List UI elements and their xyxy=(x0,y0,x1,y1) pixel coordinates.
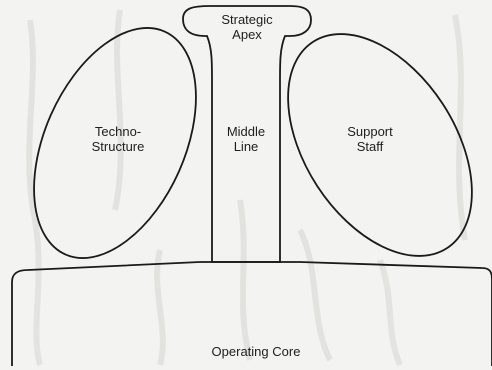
support-staff-label: Support Staff xyxy=(330,124,410,154)
strategic-apex-label: Strategic Apex xyxy=(207,12,287,42)
strategic-apex-label-line-2: Apex xyxy=(207,27,287,42)
middle-line-label-line-2: Line xyxy=(208,139,284,154)
middle-line-label-line-1: Middle xyxy=(208,124,284,139)
techno-structure-label-line-2: Structure xyxy=(78,139,158,154)
background-texture xyxy=(29,10,465,365)
techno-structure-label: Techno- Structure xyxy=(78,124,158,154)
support-staff-label-line-2: Staff xyxy=(330,139,410,154)
strategic-apex-label-line-1: Strategic xyxy=(207,12,287,27)
middle-line-label: Middle Line xyxy=(208,124,284,154)
operating-core-label: Operating Core xyxy=(196,344,316,359)
support-staff-label-line-1: Support xyxy=(330,124,410,139)
techno-structure-label-line-1: Techno- xyxy=(78,124,158,139)
operating-core-label-line-1: Operating Core xyxy=(196,344,316,359)
